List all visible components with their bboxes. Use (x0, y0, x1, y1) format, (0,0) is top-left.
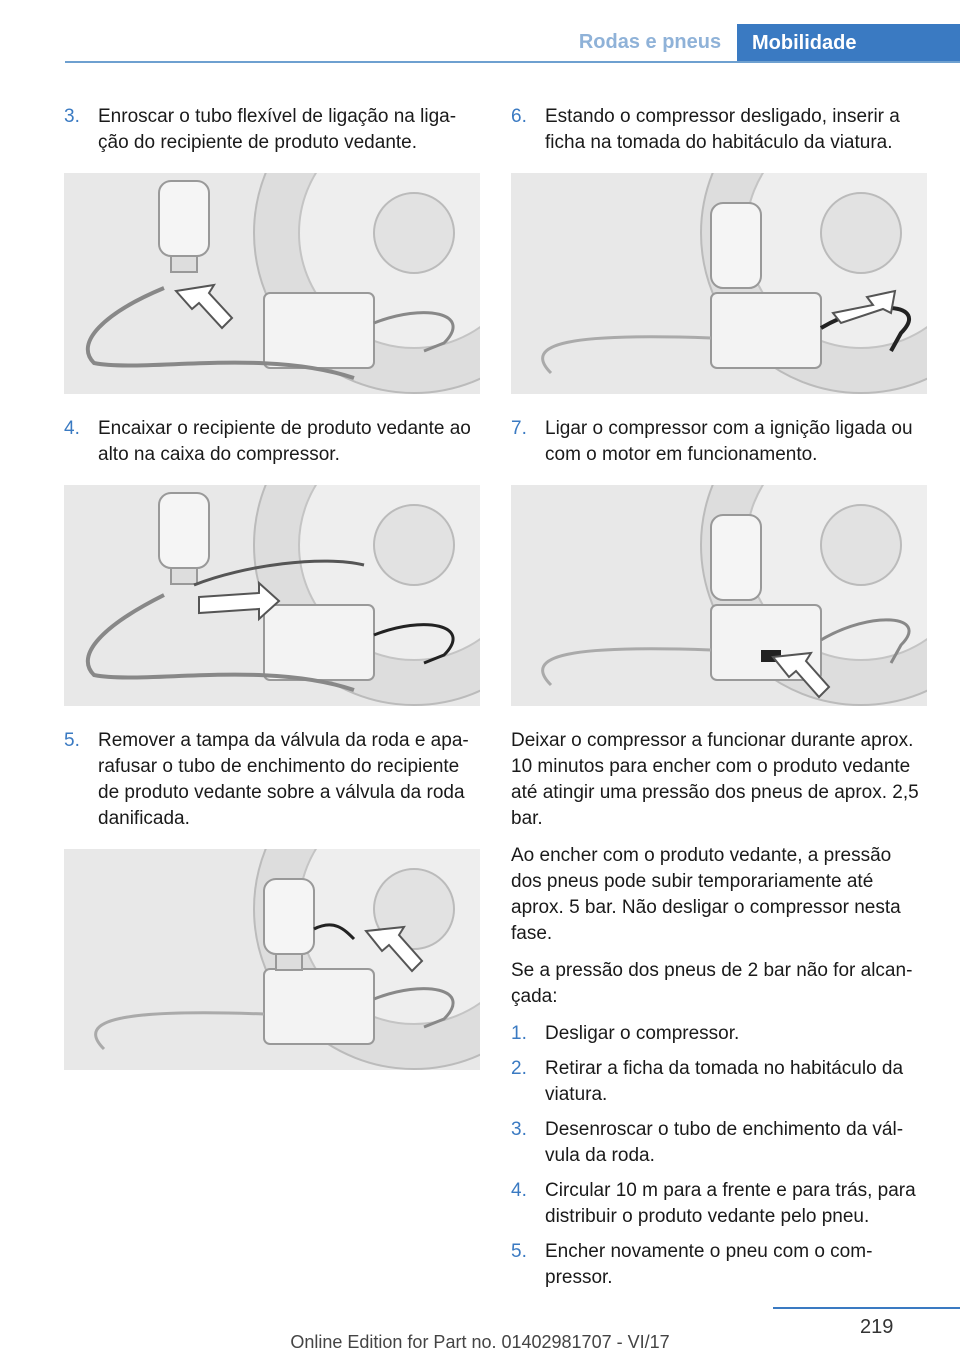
step-text: Desenroscar o tubo de enchimento da vál­… (545, 1119, 904, 1166)
section-tab: Rodas e pneus (578, 31, 722, 53)
step-text: Encaixar o recipiente de produto vedante… (98, 418, 471, 465)
step-number: 5. (511, 1241, 527, 1262)
step-text: Remover a tampa da válvula da roda e apa… (98, 730, 469, 829)
sub-step-list: 1. Desligar o compressor. 2. Retirar a f… (511, 1021, 927, 1291)
step-5: 5. Remover a tampa da válvula da roda e … (64, 728, 480, 832)
step-number: 1. (511, 1023, 527, 1044)
chapter-tab: Mobilidade (737, 24, 960, 62)
sub-step: 1. Desligar o compressor. (511, 1021, 927, 1047)
header-rule (65, 61, 960, 63)
step-text: Ligar o compressor com a ignição ligada … (545, 418, 913, 465)
step-7: 7. Ligar o compressor com a ignição liga… (511, 416, 927, 468)
footer-rule (773, 1307, 960, 1309)
step-number: 3. (511, 1119, 527, 1140)
step-number: 2. (511, 1058, 527, 1079)
step-3: 3. Enroscar o tubo flexível de ligação n… (64, 104, 480, 156)
paragraph: Deixar o compressor a funcionar durante … (511, 730, 919, 829)
step-number: 4. (64, 418, 80, 439)
left-column: 3. Enroscar o tubo flexível de ligação n… (64, 104, 480, 1092)
step-number: 3. (64, 106, 80, 127)
step-text: Estando o compressor desligado, inserir … (545, 106, 900, 153)
step-text: Circular 10 m para a frente e para trás,… (545, 1180, 916, 1227)
sub-step: 3. Desenroscar o tubo de enchimento da v… (511, 1117, 927, 1169)
page-number: 219 (860, 1316, 894, 1338)
step-6: 6. Estando o compressor desligado, inser… (511, 104, 927, 156)
illustration-switch-on (511, 485, 927, 706)
step-text: Retirar a ficha da tomada no habitáculo … (545, 1058, 904, 1105)
sub-step: 5. Encher novamente o pneu com o com­pre… (511, 1239, 927, 1291)
step-text: Encher novamente o pneu com o com­presso… (545, 1241, 873, 1288)
illustration-plug-socket (511, 173, 927, 394)
step-number: 4. (511, 1180, 527, 1201)
step-text: Desligar o compressor. (545, 1023, 740, 1044)
right-column: 6. Estando o compressor desligado, inser… (511, 104, 927, 1300)
footer-edition: Online Edition for Part no. 01402981707 … (290, 1332, 670, 1352)
step-number: 6. (511, 106, 527, 127)
step-text: Enroscar o tubo flexível de ligação na l… (98, 106, 457, 153)
illustration-hose-connection (64, 173, 480, 394)
paragraph: Se a pressão dos pneus de 2 bar não for … (511, 960, 913, 1007)
paragraph: Ao encher com o produto vedante, a press… (511, 845, 901, 944)
sub-step: 2. Retirar a ficha da tomada no habitácu… (511, 1056, 927, 1108)
step-4: 4. Encaixar o recipiente de produto veda… (64, 416, 480, 468)
illustration-valve-connection (64, 849, 480, 1070)
step-number: 5. (64, 730, 80, 751)
step-number: 7. (511, 418, 527, 439)
illustration-container-on-compressor (64, 485, 480, 706)
sub-step: 4. Circular 10 m para a frente e para tr… (511, 1178, 927, 1230)
